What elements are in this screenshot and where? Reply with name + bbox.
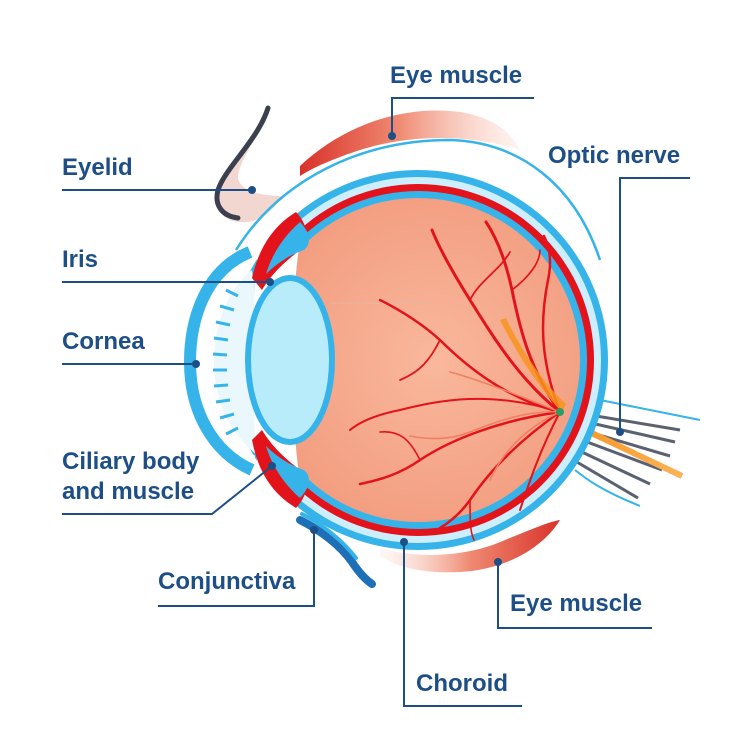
- label-conjunctiva: Conjunctiva: [158, 568, 296, 595]
- leader-conjunctiva: [158, 530, 315, 607]
- label-eyelid: Eyelid: [62, 154, 133, 181]
- cornea-outer: [183, 246, 255, 476]
- leader-ciliary: [62, 465, 273, 515]
- eyelid-shape: [216, 108, 282, 223]
- leader-choroid: [403, 542, 522, 707]
- label-eye-muscle-top: Eye muscle: [390, 62, 523, 89]
- anterior-chamber: [214, 270, 262, 454]
- label-choroid: Choroid: [416, 670, 508, 697]
- optic-disc: [500, 318, 566, 412]
- label-optic-nerve: Optic nerve: [548, 142, 681, 169]
- label-eye-muscle-bottom: Eye muscle: [510, 590, 643, 617]
- vitreous-body: [256, 198, 580, 522]
- cornea-striations: [212, 288, 239, 436]
- leader-dots: [192, 132, 624, 566]
- label-ciliary-body: Ciliary body: [62, 448, 200, 475]
- cornea-inner: [203, 263, 256, 461]
- leader-optic-nerve: [619, 177, 690, 432]
- lens: [245, 275, 335, 445]
- eye-muscle-top-shape: [300, 110, 520, 176]
- label-iris: Iris: [62, 246, 99, 273]
- iris-upper-blue: [266, 222, 309, 274]
- eye-muscle-bottom-shape: [380, 520, 560, 573]
- label-cornea: Cornea: [62, 328, 145, 355]
- label-ciliary-muscle: and muscle: [62, 478, 195, 505]
- outer-sheath: [234, 138, 602, 261]
- conjunctiva-flap-light: [300, 512, 358, 560]
- optic-disc-center: [556, 408, 564, 416]
- iris-lower-blue: [266, 446, 309, 498]
- leader-lines: [62, 97, 690, 707]
- leader-eye-muscle-bottom: [497, 562, 652, 629]
- retinal-vessels: [349, 220, 562, 541]
- leader-eye-muscle-top: [391, 97, 534, 136]
